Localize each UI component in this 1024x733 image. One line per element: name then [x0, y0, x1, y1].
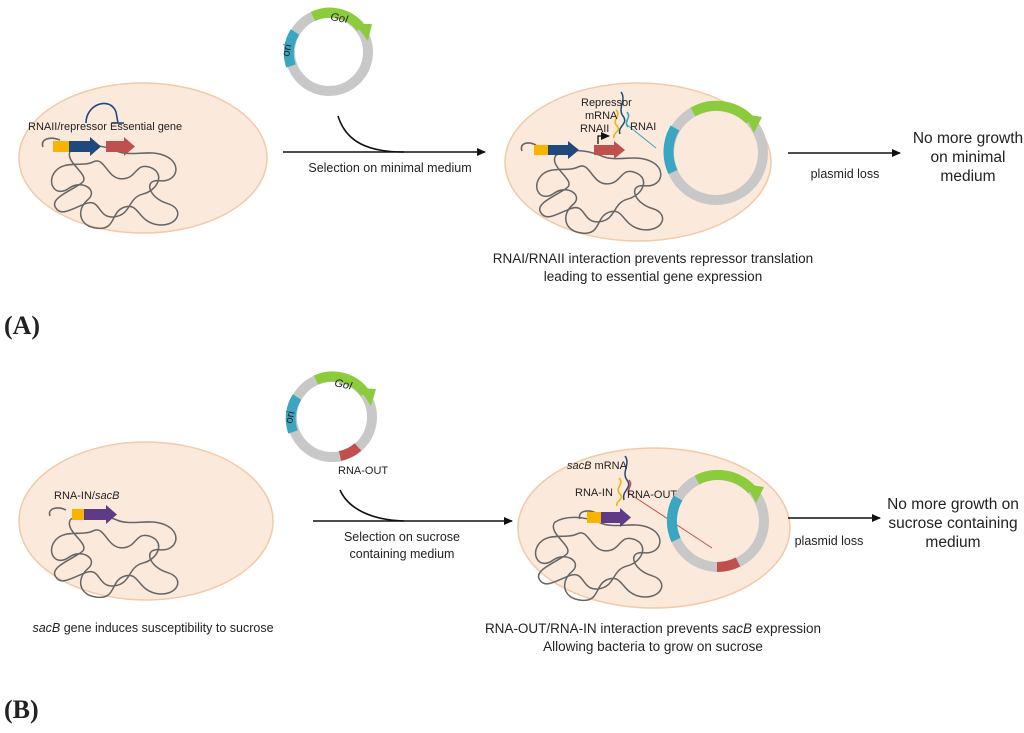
label-rnai: RNAI [630, 121, 656, 133]
ori-segment-b2 [666, 495, 683, 543]
rnai-strand [625, 111, 630, 128]
caption-b-line2: Allowing bacteria to grow on sucrose [543, 639, 763, 654]
plasmid-b: GoI ori RNA-OUT [283, 371, 388, 477]
sacb-mrna-strand [622, 455, 630, 501]
cell-a1-body [18, 82, 268, 234]
label-repressor: Repressor [581, 97, 632, 109]
rna-out-strand [627, 479, 632, 496]
repressor-gene-arrow-a2 [548, 141, 579, 159]
goi-arrowhead-b [359, 388, 376, 406]
label-essential-gene: Essential gene [110, 121, 182, 133]
sacb-gene-arrow-b2 [601, 508, 631, 527]
label-ori-b: ori [283, 410, 297, 424]
dna-tail-b1 [48, 507, 67, 517]
ori-segment-a [283, 29, 300, 68]
cell-b2-body [517, 447, 791, 609]
caption-a-line1: RNAI/RNAII interaction prevents represso… [493, 251, 813, 266]
label-rna-out-plasmid: RNA-OUT [338, 465, 388, 477]
essential-gene-arrow-a1 [106, 137, 135, 156]
label-plasmid-loss-a: plasmid loss [811, 167, 880, 181]
rna-out-segment-b [338, 443, 362, 461]
rna-out-segment-b2 [716, 557, 741, 573]
dna-tail-a1 [41, 137, 61, 148]
essential-gene-arrow-a2 [594, 141, 625, 159]
repressor-mrna-strand [618, 91, 626, 135]
promoter-box-a1 [53, 141, 69, 152]
result-b-line1: No more growth on [887, 496, 1019, 513]
rnai-pointer-line [625, 123, 657, 149]
cell-a1: RNAII/repressor Essential gene [18, 82, 268, 234]
panel-label-b: (B) [4, 695, 39, 724]
label-rna-in: RNA-IN [575, 487, 613, 499]
label-selection-sucrose-line1: Selection on sucrose [344, 530, 460, 544]
goi-arrowhead-a [355, 24, 372, 41]
plasmid-entry-curve-b [339, 489, 405, 522]
label-selection-minimal: Selection on minimal medium [308, 161, 471, 175]
rnaii-strand [612, 109, 620, 139]
label-rna-out-cell: RNA-OUT [627, 489, 677, 501]
result-b-line3: medium [925, 534, 980, 551]
cell-b1-body [18, 441, 274, 601]
promoter-box-b2 [587, 512, 601, 523]
label-rnaii: RNAII [580, 123, 609, 135]
dna-tail-a2 [520, 142, 537, 152]
cell-b2: sacB mRNA RNA-IN RNA-OUT [517, 447, 791, 609]
panel-a: RNAII/repressor Essential gene GoI ori S… [4, 7, 1023, 340]
rna-in-strand [615, 477, 623, 507]
ori-segment-a2 [663, 125, 680, 175]
plasmid-entry-curve-a [337, 115, 405, 153]
label-ori-a: ori [280, 43, 294, 57]
label-rnaii-repressor: RNAII/repressor [28, 121, 107, 133]
transcription-start-arrow-a2 [597, 132, 610, 144]
caption-b-left: sacB gene induces susceptibility to sucr… [32, 621, 273, 635]
result-a-line3: medium [940, 168, 995, 185]
repressor-gene-arrow-a1 [69, 137, 101, 156]
label-sacb-mrna: sacB mRNA [567, 460, 628, 472]
label-goi-b: GoI [333, 377, 353, 392]
promoter-box-a2 [534, 145, 548, 155]
goi-arrowhead-a2 [744, 114, 762, 133]
label-mrna: mRNA [585, 110, 618, 122]
result-b-line2: sucrose containing [888, 515, 1017, 532]
label-plasmid-loss-b: plasmid loss [795, 534, 864, 548]
goi-segment-a [310, 7, 365, 32]
promoter-box-b1 [72, 509, 84, 520]
result-a-line2: on minimal [931, 149, 1006, 166]
label-selection-sucrose-line2: containing medium [350, 547, 455, 561]
label-rna-in-sacb: RNA-IN/sacB [54, 490, 119, 502]
panel-b: RNA-IN/sacB sacB gene induces susceptibi… [4, 371, 1019, 724]
cell-a2: Repressor mRNA RNAII RNAI [504, 82, 772, 242]
result-a-line1: No more growth [913, 130, 1023, 147]
goi-arrowhead-b2 [746, 484, 764, 503]
repression-arc-a1 [85, 102, 119, 124]
caption-a-line2: leading to essential gene expression [544, 269, 762, 284]
panel-label-a: (A) [4, 311, 40, 340]
label-goi-a: GoI [329, 11, 349, 26]
caption-b-line1: RNA-OUT/RNA-IN interaction prevents sacB… [485, 621, 821, 636]
ori-segment-b [285, 394, 302, 434]
sacb-gene-arrow-b1 [84, 505, 117, 524]
cell-b1: RNA-IN/sacB [18, 441, 274, 601]
plasmid-a: GoI ori [280, 7, 373, 96]
